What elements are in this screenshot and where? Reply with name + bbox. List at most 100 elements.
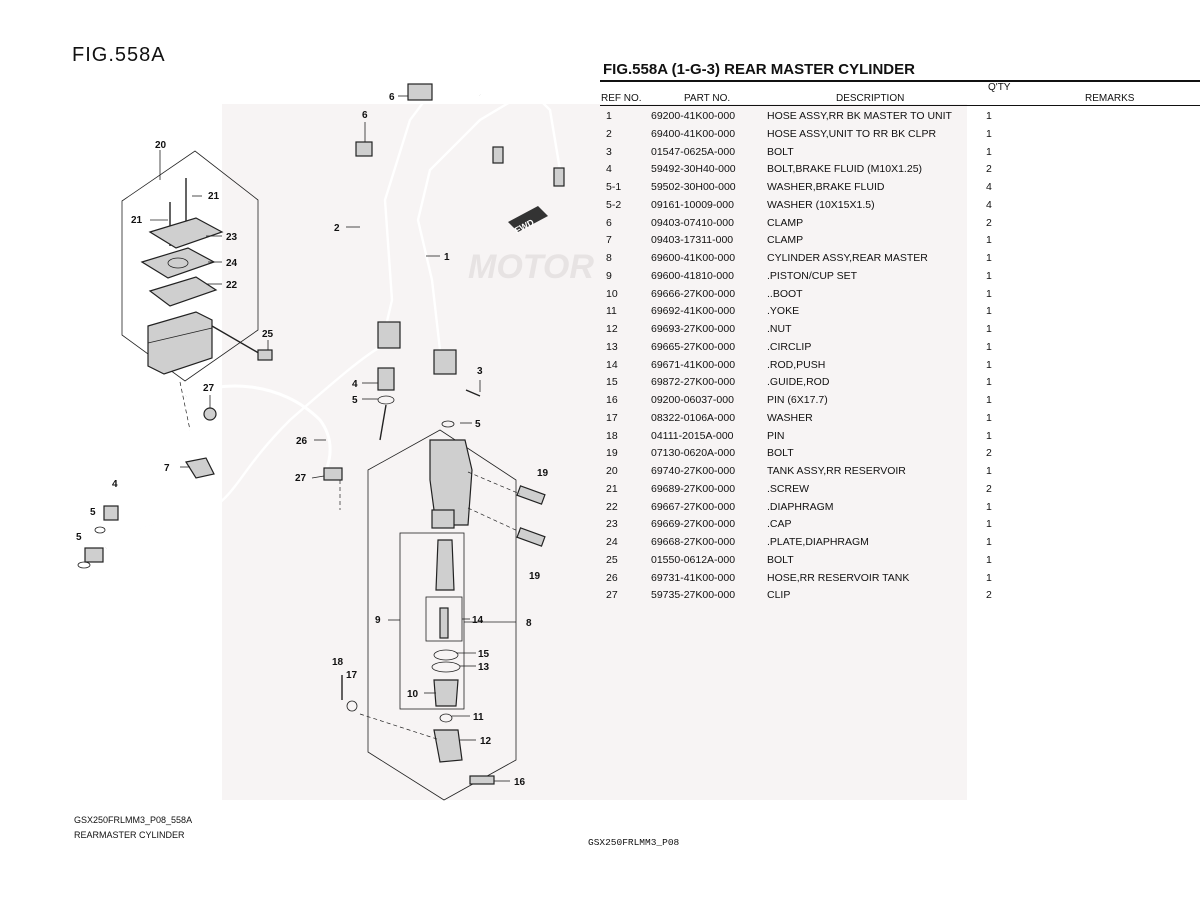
description-cell: .NUT — [767, 323, 792, 335]
bolt-19 — [516, 527, 546, 547]
callout-15: 15 — [478, 649, 490, 660]
callout-8: 8 — [526, 618, 532, 629]
ref-no-cell: 15 — [606, 376, 618, 389]
callout-14: 14 — [472, 615, 484, 626]
table-title: FIG.558A (1-G-3) REAR MASTER CYLINDER — [603, 61, 915, 78]
callout-21: 21 — [208, 191, 220, 202]
description-cell: CYLINDER ASSY,REAR MASTER — [767, 252, 928, 264]
qty-cell: 1 — [986, 305, 992, 318]
description-cell: .CAP — [767, 518, 792, 531]
qty-cell: 1 — [986, 518, 992, 531]
ref-no-cell: 13 — [606, 340, 618, 353]
callout-5: 5 — [90, 507, 96, 518]
description-cell: .ROD,PUSH — [767, 358, 826, 371]
qty-cell: 1 — [986, 376, 992, 389]
callout-22: 22 — [226, 280, 238, 291]
qty-cell: 2 — [986, 482, 992, 495]
ref-no-cell: 4 — [606, 163, 612, 176]
description-cell: .SCREW — [767, 482, 809, 495]
description-cell: .PISTON/CUP SET — [767, 269, 858, 282]
ref-no-cell: 12 — [606, 323, 618, 335]
ref-no-cell: 6 — [606, 216, 612, 229]
header-bottom-rule — [600, 105, 1200, 106]
ref-no-cell: 20 — [606, 465, 618, 477]
qty-cell: 4 — [986, 198, 992, 211]
watermark-text: MOTOR — [468, 248, 594, 286]
ref-no-cell: 5-2 — [606, 198, 622, 211]
description-cell: BOLT — [767, 553, 794, 566]
ref-no-cell: 10 — [606, 287, 618, 300]
callout-16: 16 — [514, 777, 526, 788]
part-no-cell: 69740-27K00-000 — [651, 465, 736, 477]
exploded-parts-diagram: MOTOR FWD — [76, 66, 594, 801]
clamp-6 — [407, 83, 433, 101]
part-no-cell: 69693-27K00-000 — [651, 323, 736, 335]
part-no-cell: 01550-0612A-000 — [651, 553, 736, 566]
description-cell: BOLT — [767, 145, 794, 158]
description-cell: .CIRCLIP — [767, 340, 812, 353]
nut — [439, 713, 453, 723]
header-remarks: REMARKS — [1085, 93, 1135, 104]
part-no-cell: 08322-0106A-000 — [651, 411, 736, 424]
hose-fitting — [433, 349, 457, 375]
piston-spring — [435, 539, 455, 591]
washer-17 — [346, 700, 358, 712]
ref-no-cell: 1 — [606, 110, 612, 122]
part-no-cell: 69600-41810-000 — [651, 269, 734, 282]
qty-cell: 1 — [986, 465, 992, 477]
qty-cell: 1 — [986, 145, 992, 158]
part-no-cell: 69671-41K00-000 — [651, 358, 736, 371]
callout-13: 13 — [478, 662, 490, 673]
part-no-cell: 09161-10009-000 — [651, 198, 734, 211]
ref-no-cell: 14 — [606, 358, 618, 371]
callout-6: 6 — [389, 92, 395, 103]
header-qty: Q'TY — [988, 82, 1011, 93]
callout-9: 9 — [375, 615, 381, 626]
callout-27: 27 — [203, 383, 215, 394]
part-no-cell: 69667-27K00-000 — [651, 500, 736, 513]
description-cell: BOLT,BRAKE FLUID (M10X1.25) — [767, 163, 923, 176]
footer-code: GSX250FRLMM3_P08_558A — [74, 815, 193, 825]
qty-cell: 1 — [986, 411, 992, 424]
ref-no-cell: 2 — [606, 127, 612, 140]
callout-24: 24 — [226, 258, 238, 269]
fwd-arrow — [508, 206, 548, 232]
ref-no-cell: 24 — [606, 536, 618, 548]
ref-no-cell: 25 — [606, 553, 618, 566]
part-no-cell: 69200-41K00-000 — [651, 110, 736, 122]
clamp-6 — [355, 141, 373, 157]
description-cell: .GUIDE,ROD — [767, 376, 830, 389]
description-cell: CLAMP — [767, 234, 804, 247]
footer-page-code: GSX250FRLMM3_P08 — [588, 837, 680, 848]
callout-10: 10 — [407, 689, 419, 700]
qty-cell: 1 — [986, 287, 992, 300]
part-no-cell: 69600-41K00-000 — [651, 252, 736, 264]
part-no-cell: 69692-41K00-000 — [651, 305, 736, 318]
part-no-cell: 09403-07410-000 — [651, 216, 734, 229]
part-no-cell: 04111-2015A-000 — [651, 429, 734, 442]
ref-no-cell: 18 — [606, 429, 618, 442]
callout-4: 4 — [352, 379, 358, 390]
part-no-cell: 69665-27K00-000 — [651, 340, 736, 353]
description-cell: .YOKE — [767, 305, 800, 318]
part-no-cell: 69872-27K00-000 — [651, 376, 736, 389]
callout-27: 27 — [295, 473, 307, 484]
qty-cell: 1 — [986, 234, 992, 247]
rod-guide — [433, 649, 459, 661]
part-no-cell: 01547-0625A-000 — [651, 145, 736, 158]
qty-cell: 1 — [986, 269, 992, 282]
callout-5: 5 — [475, 419, 481, 430]
